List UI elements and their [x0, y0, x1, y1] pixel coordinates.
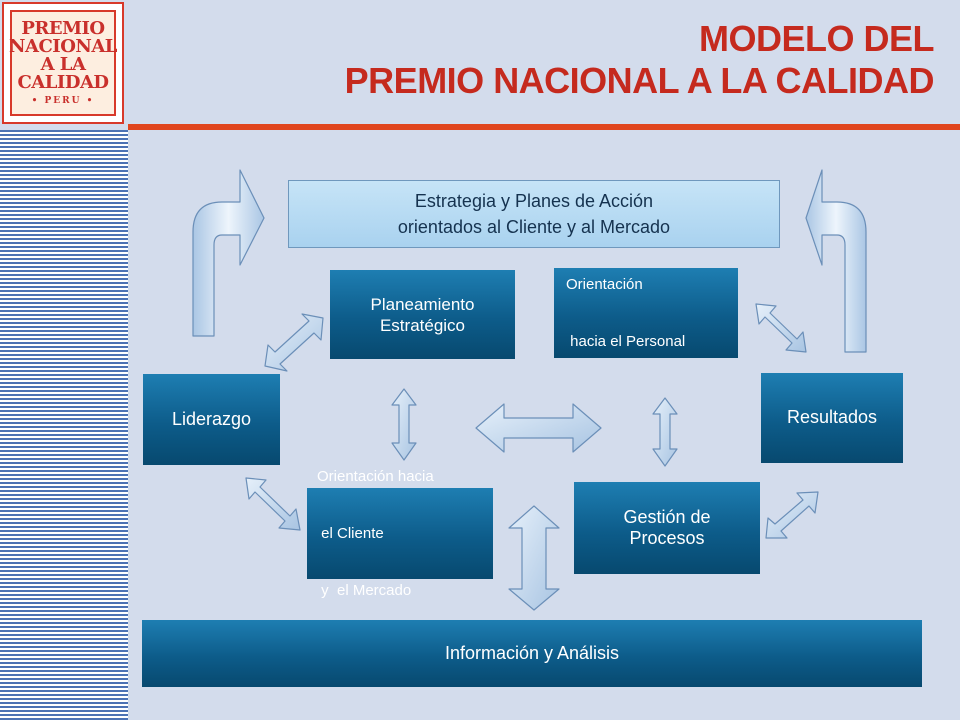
- personal-box: Orientación hacia el Personal: [554, 268, 738, 358]
- planeamiento-line-2: Estratégico: [379, 315, 466, 335]
- strategy-box: Estrategia y Planes de Acción orientados…: [288, 180, 780, 248]
- arrow-cliente-procesos-informacion: [508, 505, 560, 611]
- logo-line-4: CALIDAD: [17, 72, 109, 93]
- logo-sub: • PERU •: [31, 96, 95, 106]
- arrow-center-horizontal: [475, 403, 602, 453]
- planeamiento-line-1: Planeamiento: [370, 294, 475, 314]
- logo-line-2: NACIONAL: [9, 36, 117, 57]
- curved-arrow-left: [192, 169, 265, 337]
- personal-line-2: hacia el Personal: [566, 333, 686, 350]
- title-line-2: PREMIO NACIONAL A LA CALIDAD: [344, 60, 935, 101]
- strategy-line-1: Estrategia y Planes de Acción: [414, 191, 654, 211]
- arrow-personal-procesos: [652, 397, 678, 467]
- title-line-1: MODELO DEL: [699, 18, 935, 59]
- cliente-line-2: el Cliente: [317, 525, 384, 542]
- arrow-planeamiento-cliente: [391, 388, 417, 461]
- premio-logo-inner: PREMIO NACIONAL A LA CALIDAD • PERU •: [9, 10, 117, 116]
- arrow-liderazgo-cliente: [245, 477, 301, 531]
- title-rule: [128, 124, 960, 130]
- curved-arrow-right: [805, 169, 867, 353]
- page-title: MODELO DEL PREMIO NACIONAL A LA CALIDAD: [344, 18, 935, 102]
- cliente-box: Orientación hacia el Cliente y el Mercad…: [307, 468, 493, 599]
- personal-line-1: Orientación: [566, 276, 643, 293]
- procesos-line-1: Gestión de: [623, 507, 711, 527]
- strategy-line-2: orientados al Cliente y al Mercado: [397, 217, 671, 237]
- arrow-personal-resultados: [755, 303, 807, 353]
- arrow-procesos-resultados: [765, 491, 819, 539]
- informacion-label: Información y Análisis: [444, 643, 620, 663]
- liderazgo-box: Liderazgo: [143, 374, 280, 465]
- procesos-box: Gestión de Procesos: [574, 482, 760, 574]
- resultados-box: Resultados: [761, 373, 903, 463]
- arrow-liderazgo-planeamiento: [264, 313, 324, 372]
- logo-line-1: PREMIO: [21, 18, 105, 39]
- procesos-line-2: Procesos: [629, 528, 705, 548]
- liderazgo-label: Liderazgo: [171, 409, 252, 429]
- cliente-line-1: Orientación hacia: [317, 468, 434, 485]
- cliente-line-3: y el Mercado: [317, 582, 412, 599]
- resultados-label: Resultados: [786, 407, 878, 427]
- decorative-stripes: [0, 130, 128, 720]
- logo-line-3: A LA: [40, 54, 86, 75]
- informacion-box: Información y Análisis: [142, 620, 922, 687]
- planeamiento-box: Planeamiento Estratégico: [330, 270, 515, 359]
- premio-logo: PREMIO NACIONAL A LA CALIDAD • PERU •: [2, 2, 124, 124]
